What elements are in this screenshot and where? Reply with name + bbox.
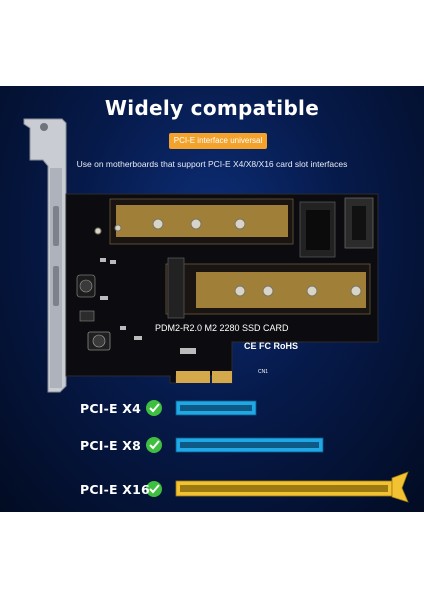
interface-badge: PCI-E interface universal	[169, 133, 267, 149]
slot-label-x4: PCI-E X4	[80, 401, 141, 416]
model-text: PDM2-R2.0 M2 2280 SSD CARD	[155, 323, 289, 333]
check-icon-x16	[146, 481, 162, 497]
cert-marks: CE FC RoHS	[244, 341, 298, 351]
slot-x8-graphic	[175, 437, 324, 453]
banner-subtitle: Use on motherboards that support PCI-E X…	[76, 159, 348, 169]
mounting-bracket	[23, 118, 67, 393]
banner-title: Widely compatible	[104, 96, 320, 120]
chip-label: CN1	[258, 369, 268, 375]
slot-x4-graphic	[175, 400, 257, 416]
pcb-components	[76, 258, 196, 354]
card-illustration: PDM2-R2.0 M2 2280 SSD CARD CE FC RoHS CN…	[23, 118, 409, 503]
check-icon-x4	[146, 400, 162, 416]
check-icon-x8	[146, 437, 162, 453]
pcb-board: PDM2-R2.0 M2 2280 SSD CARD CE FC RoHS CN…	[65, 193, 379, 384]
product-banner: Widely compatible PCI-E interface univer…	[0, 86, 424, 512]
gold-fingers	[176, 371, 232, 383]
slot-label-x16: PCI-E X16	[80, 482, 150, 497]
slot-x16-graphic	[175, 471, 409, 503]
slot-label-x8: PCI-E X8	[80, 438, 141, 453]
